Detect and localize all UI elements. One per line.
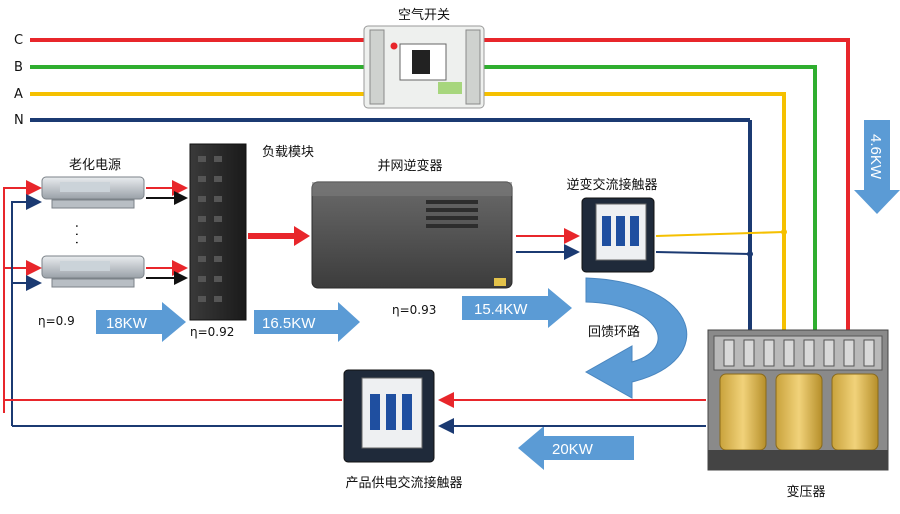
inverter-contactor-label: 逆变交流接触器 [566, 177, 657, 193]
inverter-efficiency: η=0.93 [392, 303, 436, 317]
phase-c-label: C [14, 33, 23, 48]
power-arrow-15-4kw: 15.4KW [462, 288, 572, 328]
product-contactor: 产品供电交流接触器 [343, 369, 463, 491]
transformer: 变压器 [707, 329, 889, 500]
feedback-loop-arrow: 回馈环路 [584, 277, 688, 399]
feedback-loop-label: 回馈环路 [588, 324, 640, 340]
neutral-label: N [14, 113, 24, 128]
phase-c-line-right [484, 38, 850, 330]
grid-inverter-label: 并网逆变器 [377, 158, 442, 174]
power-arrow-15-4kw-text: 15.4KW [474, 301, 528, 318]
phase-b-line-right [484, 65, 817, 330]
return-wiring [4, 392, 706, 434]
power-arrow-16-5kw-text: 16.5KW [262, 315, 316, 332]
contactor-to-grid-wiring [655, 229, 787, 257]
load-module-efficiency: η=0.92 [190, 325, 234, 339]
power-arrow-4-6kw-text: 4.6KW [867, 134, 884, 180]
psu-output-wiring [146, 180, 188, 285]
power-supply-bottom [41, 255, 145, 288]
aging-power-label: 老化电源 [69, 158, 121, 173]
inverter-output-wiring [516, 228, 580, 260]
power-arrow-16-5kw: 16.5KW [254, 302, 360, 342]
power-supply-top [41, 176, 145, 209]
load-module: 负载模块 η=0.92 [189, 143, 314, 339]
phase-lines: C B A N [14, 33, 850, 330]
phase-a-label: A [14, 87, 23, 102]
product-contactor-label: 产品供电交流接触器 [345, 475, 462, 491]
power-supply-efficiency: η=0.9 [38, 314, 75, 328]
power-supply-dots: · · · [68, 224, 83, 245]
power-arrow-20kw-text: 20KW [552, 441, 594, 458]
power-arrow-18kw: 18KW [96, 302, 186, 342]
power-arrow-4-6kw: 4.6KW [854, 120, 900, 214]
aging-power-supplies: 老化电源 · · · η=0.9 [38, 158, 145, 328]
air-switch-label: 空气开关 [398, 7, 450, 23]
psu-input-wiring [3, 180, 42, 426]
inverter-contactor: 逆变交流接触器 [566, 177, 658, 273]
load-module-label: 负载模块 [262, 145, 314, 160]
phase-a-line-right [484, 92, 786, 330]
air-switch: 空气开关 [363, 7, 485, 109]
grid-inverter: 并网逆变器 η=0.93 [311, 158, 513, 317]
phase-b-label: B [14, 60, 23, 75]
power-arrow-20kw: 20KW [518, 426, 634, 470]
power-arrow-18kw-text: 18KW [106, 315, 148, 332]
transformer-label: 变压器 [786, 484, 825, 500]
